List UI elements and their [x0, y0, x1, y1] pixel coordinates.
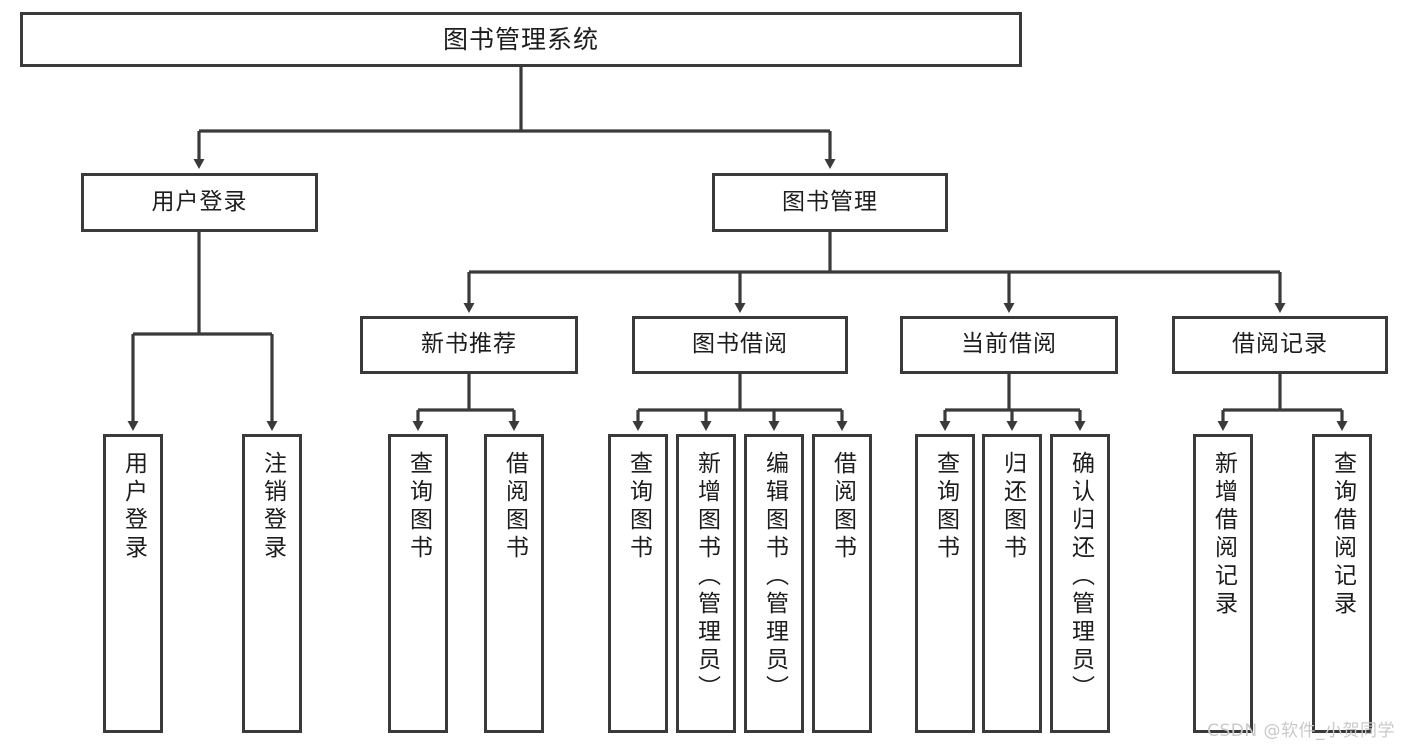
- leaf-confirm-return-admin[interactable]: 确认归还（管理员）: [1050, 434, 1110, 733]
- node-borrow-record[interactable]: 借阅记录: [1172, 316, 1388, 374]
- node-label: 图书管理: [782, 188, 878, 215]
- node-label: 新增借阅记录: [1210, 451, 1237, 619]
- node-label: 用户登录: [151, 188, 248, 215]
- leaf-query-borrow-record[interactable]: 查询借阅记录: [1312, 434, 1372, 733]
- leaf-borrow-book-2[interactable]: 借阅图书: [812, 434, 872, 733]
- leaf-user-login[interactable]: 用户登录: [103, 434, 163, 733]
- node-label: 归还图书: [999, 451, 1026, 563]
- leaf-add-book-admin[interactable]: 新增图书（管理员）: [676, 434, 736, 733]
- node-label: 用户登录: [120, 451, 147, 563]
- node-book-borrow[interactable]: 图书借阅: [632, 316, 848, 374]
- leaf-query-book-2[interactable]: 查询图书: [608, 434, 668, 733]
- node-label: 查询图书: [932, 451, 959, 563]
- leaf-logout-login[interactable]: 注销登录: [242, 434, 302, 733]
- node-user-login[interactable]: 用户登录: [81, 173, 318, 232]
- leaf-edit-book-admin[interactable]: 编辑图书（管理员）: [744, 434, 804, 733]
- node-label: 注销登录: [259, 451, 286, 563]
- node-label: 当前借阅: [961, 331, 1057, 358]
- node-label: 查询图书: [625, 451, 652, 563]
- leaf-return-book[interactable]: 归还图书: [982, 434, 1042, 733]
- leaf-query-book-1[interactable]: 查询图书: [388, 434, 448, 733]
- node-root-library-system[interactable]: 图书管理系统: [20, 12, 1022, 67]
- node-label: 查询图书: [405, 451, 432, 563]
- leaf-query-book-3[interactable]: 查询图书: [915, 434, 975, 733]
- leaf-borrow-book-1[interactable]: 借阅图书: [484, 434, 544, 733]
- node-label: 编辑图书（管理员）: [761, 451, 788, 703]
- node-book-management[interactable]: 图书管理: [712, 173, 948, 232]
- node-current-borrow[interactable]: 当前借阅: [900, 316, 1118, 374]
- node-label: 借阅图书: [829, 451, 856, 563]
- node-label: 新书推荐: [421, 331, 517, 358]
- node-label: 查询借阅记录: [1329, 451, 1356, 619]
- node-label: 图书管理系统: [442, 24, 599, 54]
- node-label: 图书借阅: [692, 331, 788, 358]
- node-label: 借阅图书: [501, 451, 528, 563]
- node-label: 确认归还（管理员）: [1067, 451, 1094, 703]
- node-label: 借阅记录: [1232, 331, 1328, 358]
- leaf-add-borrow-record[interactable]: 新增借阅记录: [1193, 434, 1253, 733]
- node-new-book-recommend[interactable]: 新书推荐: [360, 316, 578, 374]
- csdn-watermark: CSDN @软件_小贺同学: [1207, 721, 1395, 741]
- node-label: 新增图书（管理员）: [693, 451, 720, 703]
